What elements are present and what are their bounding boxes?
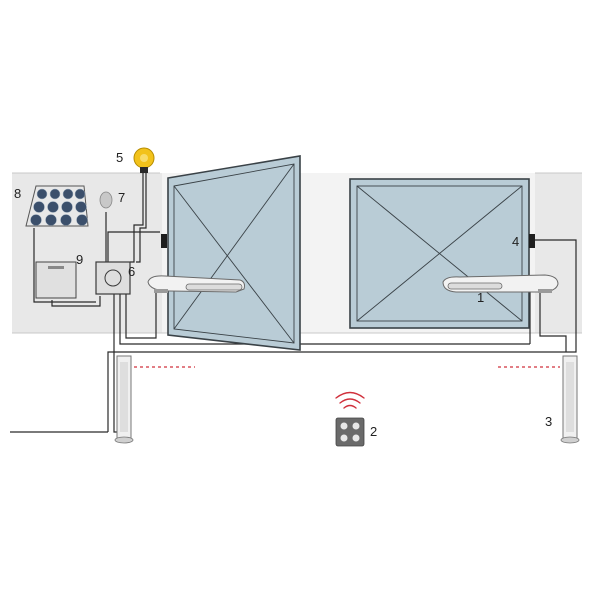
- left-motor-arm: [147, 275, 245, 293]
- left-photocell-column: [114, 355, 134, 444]
- battery: [35, 261, 77, 299]
- antenna: [99, 191, 113, 209]
- flashing-light: [133, 147, 155, 173]
- right-gate-leaf: [349, 178, 530, 329]
- left-gate-leaf: [167, 155, 301, 351]
- label-flashing-light: 5: [116, 150, 123, 165]
- label-control-box: 6: [128, 264, 135, 279]
- label-remote: 2: [370, 424, 377, 439]
- left-photocell: [161, 234, 167, 248]
- label-photocell: 4: [512, 234, 519, 249]
- right-photocell-column: [560, 355, 580, 444]
- solar-panel: [25, 185, 89, 227]
- label-antenna: 7: [118, 190, 125, 205]
- label-battery: 9: [76, 252, 83, 267]
- label-motor-arm: 1: [477, 290, 484, 305]
- right-photocell: [529, 234, 535, 248]
- wiring: [10, 172, 577, 433]
- remote-control: [335, 417, 365, 447]
- radio-signal-icon: [335, 391, 365, 409]
- label-solar-panel: 8: [14, 186, 21, 201]
- control-box: [95, 261, 131, 295]
- right-motor-arm: [442, 274, 559, 293]
- label-photocell-column: 3: [545, 414, 552, 429]
